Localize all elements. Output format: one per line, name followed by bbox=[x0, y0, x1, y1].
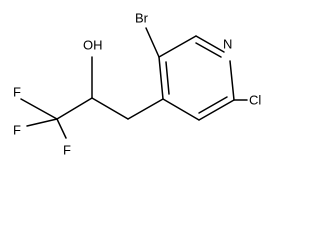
chemical-structure: N Br Cl OH F F F bbox=[13, 10, 261, 157]
fluorine-3-label: F bbox=[63, 142, 71, 157]
bond-ch2-choh bbox=[91, 97, 129, 120]
bond-cf3-f-top bbox=[20, 98, 58, 120]
pyridine-ring bbox=[158, 35, 235, 121]
bond-cf3-f-bottom bbox=[56, 118, 67, 139]
bromine-label: Br bbox=[135, 10, 149, 25]
bond-n-c6 bbox=[229, 60, 235, 101]
bond-c5-c4 bbox=[162, 98, 200, 121]
bond-c4-c3 bbox=[158, 56, 164, 100]
chlorine-label: Cl bbox=[249, 92, 261, 107]
nitrogen-label: N bbox=[223, 36, 232, 51]
bond-c3-br bbox=[145, 27, 160, 58]
bond-c4-c3-double bbox=[165, 61, 170, 95]
bond-choh-cf3 bbox=[56, 97, 93, 120]
bond-c6-c5 bbox=[198, 99, 235, 121]
bond-c6-c5-double bbox=[198, 96, 228, 114]
hydroxyl-label: OH bbox=[83, 37, 103, 52]
fluorine-1-label: F bbox=[13, 84, 21, 99]
bond-c2-n-double bbox=[195, 42, 222, 58]
bond-c2-n bbox=[195, 35, 225, 53]
bond-c4-ch2 bbox=[127, 98, 164, 120]
fluorine-2-label: F bbox=[13, 122, 21, 137]
bond-c3-c2 bbox=[158, 35, 197, 58]
bond-cf3-f-left bbox=[26, 118, 58, 127]
